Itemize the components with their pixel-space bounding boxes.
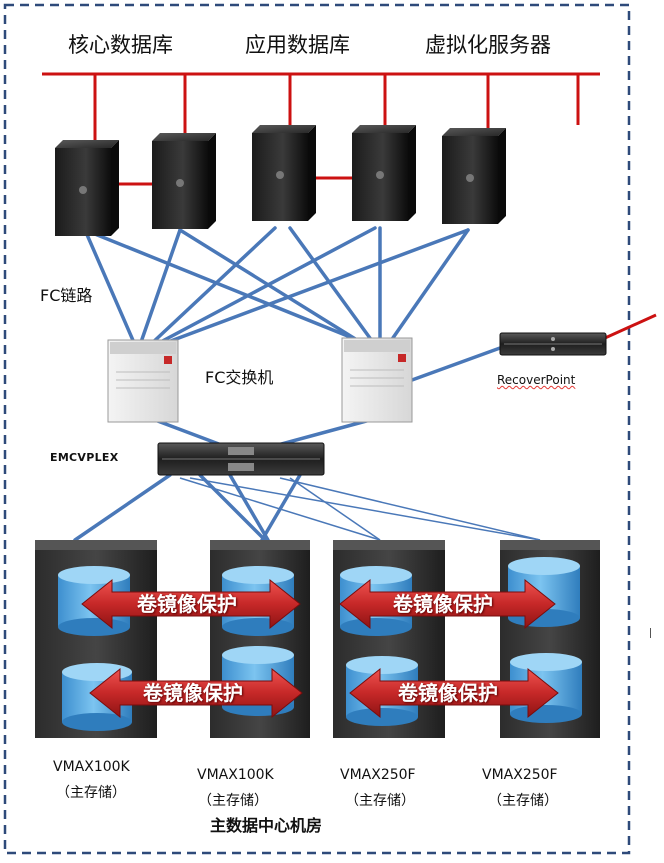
fc-switch-left bbox=[107, 339, 179, 423]
storage-role-1: （主存储） bbox=[56, 785, 126, 801]
recoverpoint-label: RecoverPoint bbox=[497, 373, 576, 387]
vplex-label: EMCVPLEX bbox=[50, 451, 119, 464]
server-3 bbox=[252, 125, 316, 221]
mirror-label-4: 卷镜像保护 bbox=[398, 681, 498, 705]
fc-link-label: FC链路 bbox=[40, 286, 93, 305]
datacenter-border bbox=[3, 3, 631, 855]
datacenter-room-label: 主数据中心机房 bbox=[210, 816, 323, 835]
storage-model-2: VMAX100K bbox=[197, 767, 274, 783]
mirror-label-2: 卷镜像保护 bbox=[393, 592, 493, 616]
mirror-arrow-3 bbox=[89, 667, 303, 719]
mirror-label-1: 卷镜像保护 bbox=[137, 592, 237, 616]
server-1 bbox=[55, 140, 119, 236]
storage-role-3: （主存储） bbox=[345, 793, 415, 809]
storage-model-3: VMAX250F bbox=[340, 767, 416, 783]
vplex-appliance bbox=[157, 442, 325, 476]
core-db-label: 核心数据库 bbox=[68, 33, 173, 57]
storage-model-1: VMAX100K bbox=[53, 759, 130, 775]
mirror-label-3: 卷镜像保护 bbox=[143, 681, 243, 705]
server-5 bbox=[442, 128, 506, 224]
storage-model-4: VMAX250F bbox=[482, 767, 558, 783]
fc-switch-right bbox=[341, 337, 413, 423]
server-2 bbox=[152, 133, 216, 229]
edge-tick bbox=[650, 628, 651, 638]
virtual-servers-label: 虚拟化服务器 bbox=[425, 33, 551, 57]
app-db-label: 应用数据库 bbox=[245, 33, 350, 57]
server-4 bbox=[352, 125, 416, 221]
recoverpoint-appliance bbox=[499, 332, 607, 356]
storage-role-2: （主存储） bbox=[198, 793, 268, 809]
mirror-arrow-1 bbox=[81, 578, 301, 630]
fc-switch-label: FC交换机 bbox=[205, 368, 274, 387]
fc-links-thin bbox=[179, 477, 541, 541]
disk-cylinders bbox=[58, 557, 582, 731]
network-bus bbox=[42, 72, 657, 340]
storage-role-4: （主存储） bbox=[488, 793, 558, 809]
mirror-arrow-4 bbox=[349, 667, 559, 719]
mirror-arrow-2 bbox=[339, 578, 556, 630]
